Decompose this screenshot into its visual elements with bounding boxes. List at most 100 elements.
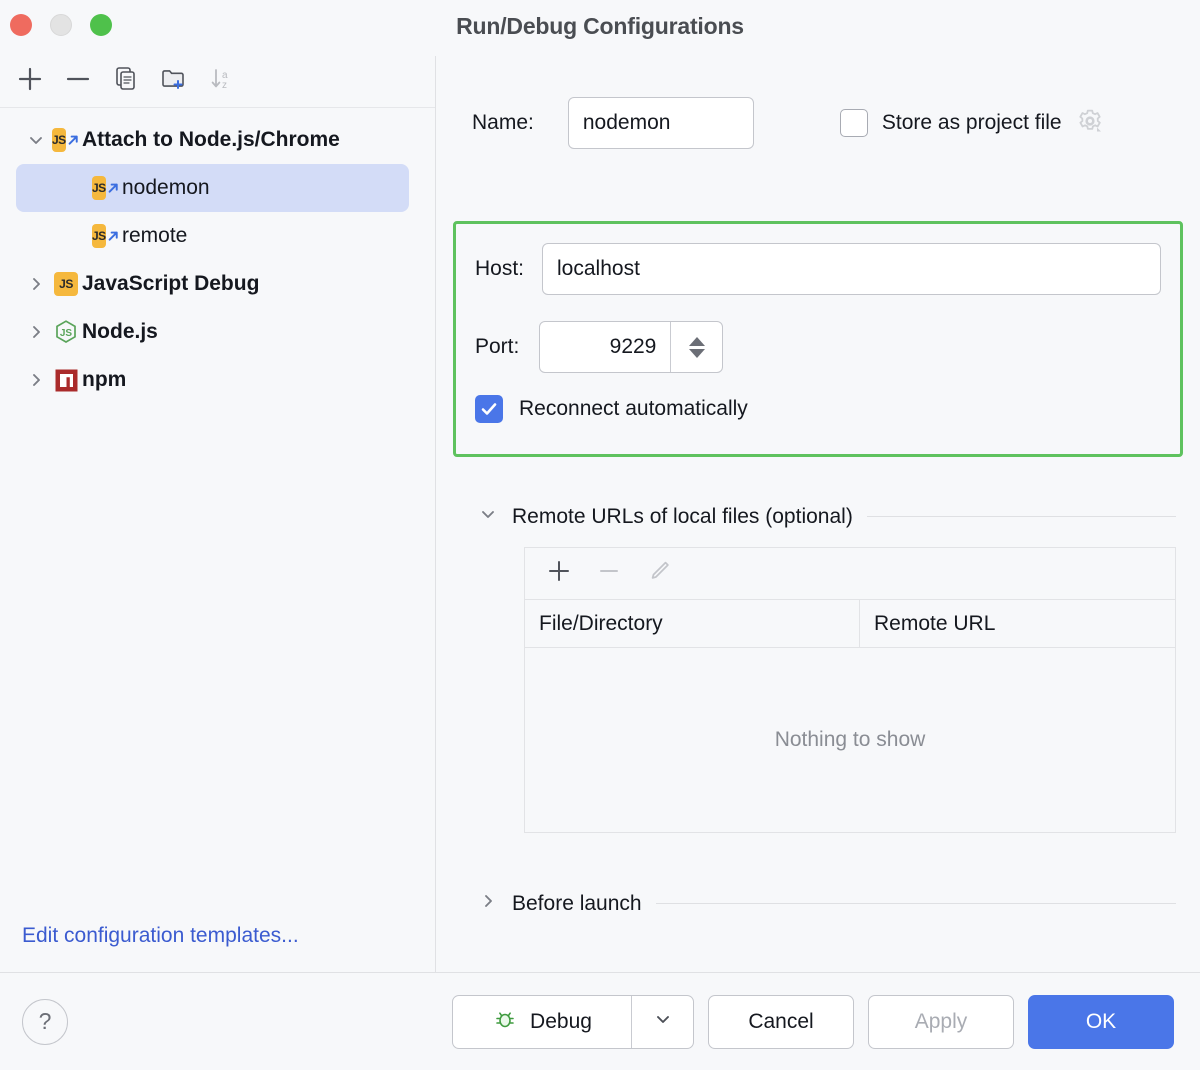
sidebar-footer: Edit configuration templates...	[0, 924, 435, 972]
before-launch-section-header[interactable]: Before launch	[478, 891, 1176, 916]
column-header-remote-url: Remote URL	[874, 611, 996, 635]
sort-az-icon: a z	[207, 64, 237, 99]
debug-dropdown-button[interactable]	[631, 995, 693, 1048]
connection-settings-group: Host: localhost Port: 9229	[453, 221, 1183, 457]
host-input[interactable]: localhost	[542, 243, 1161, 295]
nodejs-icon: JS	[52, 318, 80, 346]
remote-urls-section-title: Remote URLs of local files (optional)	[512, 504, 853, 528]
plus-icon	[15, 64, 45, 99]
tree-item-label: JavaScript Debug	[82, 272, 260, 295]
close-window-button[interactable]	[10, 14, 32, 36]
apply-button[interactable]: Apply	[868, 994, 1014, 1049]
chevron-right-icon[interactable]	[20, 356, 52, 404]
bug-icon	[492, 1006, 518, 1038]
table-empty-message: Nothing to show	[774, 728, 926, 751]
chevron-right-icon[interactable]	[478, 891, 498, 916]
reconnect-automatically-row[interactable]: Reconnect automatically	[475, 395, 1161, 423]
title-bar: Run/Debug Configurations	[0, 0, 1200, 56]
tree-item-nodemon[interactable]: JS nodemon	[16, 164, 409, 212]
name-input[interactable]: nodemon	[567, 97, 754, 149]
port-row: Port: 9229	[475, 321, 1161, 373]
page-title: Run/Debug Configurations	[456, 13, 744, 39]
edit-configuration-templates-link[interactable]: Edit configuration templates...	[22, 924, 299, 947]
dialog-footer: ? Debug Cancel Apply OK	[0, 972, 1200, 1070]
copy-icon	[112, 65, 140, 98]
section-divider	[866, 516, 1176, 517]
configuration-editor-panel: Name: nodemon Store as project file	[436, 56, 1200, 972]
tree-item-npm[interactable]: npm	[0, 356, 435, 404]
port-spinner-buttons	[670, 322, 722, 372]
add-mapping-button[interactable]	[537, 552, 581, 596]
debug-button[interactable]: Debug	[453, 1006, 631, 1038]
highlight-outline	[453, 221, 1183, 457]
js-remote-icon: JS	[92, 174, 120, 202]
tree-item-javascript-debug[interactable]: JS JavaScript Debug	[0, 260, 435, 308]
new-folder-button[interactable]	[152, 60, 196, 104]
remove-configuration-button[interactable]	[56, 60, 100, 104]
edit-mapping-button[interactable]	[637, 552, 681, 596]
js-remote-icon: JS	[92, 222, 120, 250]
npm-icon	[52, 366, 80, 394]
port-stepper[interactable]: 9229	[539, 321, 724, 373]
copy-configuration-button[interactable]	[104, 60, 148, 104]
host-row: Host: localhost	[475, 243, 1161, 295]
sidebar-toolbar: a z	[0, 56, 435, 108]
gear-icon[interactable]	[1076, 107, 1104, 140]
folder-plus-icon	[159, 64, 189, 99]
tree-item-label: remote	[122, 224, 188, 247]
remote-urls-section-header[interactable]: Remote URLs of local files (optional)	[478, 504, 1176, 529]
sort-configurations-button[interactable]: a z	[200, 60, 244, 104]
dialog-body: a z JS Attach to Node.js/Ch	[0, 56, 1200, 972]
minus-icon	[595, 557, 623, 590]
port-increment-button[interactable]	[688, 336, 705, 346]
tree-item-nodejs[interactable]: JS Node.js	[0, 308, 435, 356]
js-icon: JS	[52, 270, 80, 298]
tree-item-attach-to-nodejs-chrome[interactable]: JS Attach to Node.js/Chrome	[0, 116, 435, 164]
port-decrement-button[interactable]	[688, 348, 705, 358]
tree-item-label: Node.js	[82, 320, 158, 343]
tree-item-label: npm	[82, 368, 127, 391]
chevron-right-icon[interactable]	[20, 260, 52, 308]
name-label: Name:	[472, 111, 534, 134]
tree-item-remote[interactable]: JS remote	[0, 212, 435, 260]
name-row: Name: nodemon Store as project file	[436, 96, 1176, 150]
pencil-icon	[645, 557, 673, 590]
plus-icon	[545, 557, 573, 590]
section-divider	[655, 903, 1176, 904]
chevron-right-icon[interactable]	[20, 308, 52, 356]
configurations-tree: JS Attach to Node.js/Chrome JS nodemon	[0, 108, 435, 924]
reconnect-automatically-label: Reconnect automatically	[519, 397, 748, 420]
debug-split-button[interactable]: Debug	[452, 994, 694, 1049]
before-launch-section-title: Before launch	[512, 891, 642, 915]
minimize-window-button[interactable]	[50, 14, 72, 36]
traffic-lights	[10, 14, 112, 36]
cancel-button[interactable]: Cancel	[708, 994, 854, 1049]
port-input[interactable]: 9229	[609, 335, 657, 358]
svg-text:a: a	[222, 70, 228, 81]
chevron-down-icon	[653, 1009, 673, 1035]
store-as-project-file-checkbox[interactable]	[839, 109, 868, 137]
help-button[interactable]: ?	[22, 998, 68, 1045]
zoom-window-button[interactable]	[90, 14, 112, 36]
store-as-project-file-row[interactable]: Store as project file	[839, 107, 1104, 140]
column-header-file-directory: File/Directory	[525, 600, 860, 647]
remove-mapping-button[interactable]	[587, 552, 631, 596]
minus-icon	[63, 64, 93, 99]
js-remote-icon: JS	[52, 126, 80, 154]
store-as-project-file-label: Store as project file	[881, 111, 1062, 134]
svg-text:z: z	[222, 80, 227, 91]
tree-item-label: nodemon	[122, 176, 210, 199]
port-label: Port:	[475, 335, 520, 358]
configurations-sidebar: a z JS Attach to Node.js/Ch	[0, 56, 436, 972]
chevron-down-icon[interactable]	[20, 116, 52, 164]
tree-item-label: Attach to Node.js/Chrome	[82, 128, 340, 151]
add-configuration-button[interactable]	[8, 60, 52, 104]
remote-urls-table-header: File/Directory Remote URL	[525, 600, 1175, 648]
svg-text:JS: JS	[60, 328, 73, 339]
reconnect-automatically-checkbox[interactable]	[475, 395, 503, 423]
ok-button[interactable]: OK	[1028, 994, 1174, 1049]
debug-button-label: Debug	[530, 1009, 592, 1033]
host-label: Host:	[475, 257, 525, 280]
chevron-down-icon[interactable]	[478, 504, 498, 529]
